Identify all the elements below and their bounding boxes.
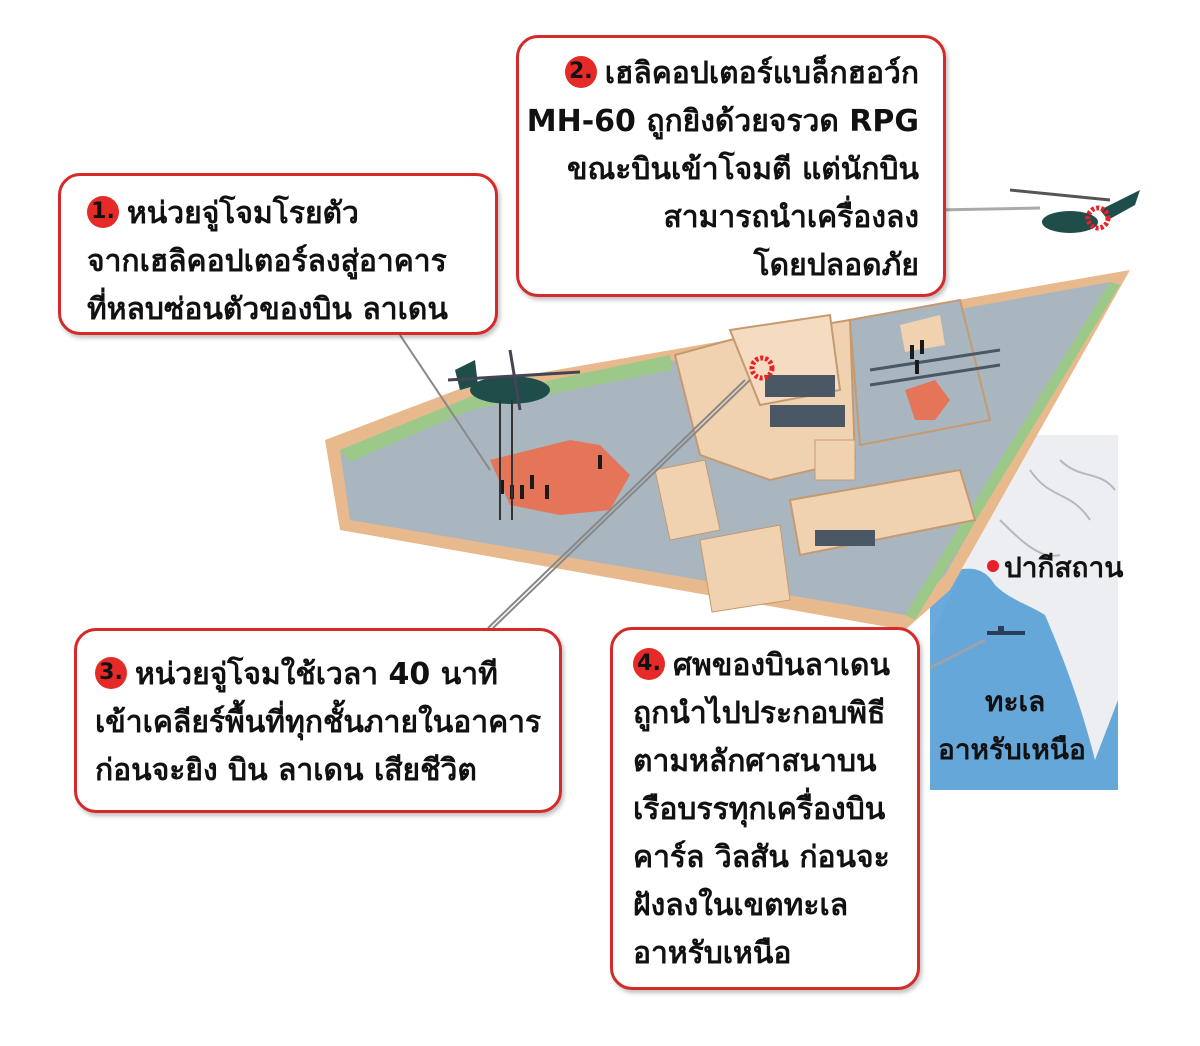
callout-text-line: ถูกนำไปประกอบพิธี (633, 696, 886, 731)
callout-text-line: เรือบรรทุกเครื่องบิน (633, 792, 886, 827)
callout-text-line: สามารถนำเครื่องลง (663, 200, 919, 235)
blackhawk-helicopter-icon (934, 188, 1140, 233)
compound (325, 270, 1130, 630)
callout-text-line: จากเฮลิคอปเตอร์ลงสู่อาคาร (87, 244, 447, 279)
pakistan-label: ปากีสถาน (1004, 551, 1124, 584)
step-number-badge: 2. (564, 55, 597, 88)
callout-step-4: 4.ศพของบินลาเดน ถูกนำไปประกอบพิธี ตามหลั… (610, 627, 920, 990)
callout-step-2: 2.เฮลิคอปเตอร์แบล็กฮอว์ก MH-60 ถูกยิงด้ว… (516, 35, 946, 297)
aircraft-carrier-icon (987, 631, 1025, 635)
explosion-icon (749, 355, 775, 381)
callout-text-line: MH-60 ถูกยิงด้วยจรวด RPG (526, 104, 919, 139)
callout-step-1: 1.หน่วยจู่โจมโรยตัว จากเฮลิคอปเตอร์ลงสู่… (58, 173, 498, 335)
callout-text-line: ฝังลงในเขตทะเล (633, 888, 849, 923)
callout-text-line: ก่อนจะยิง บิน ลาเดน เสียชีวิต (95, 753, 477, 788)
helicopter-icon (447, 349, 581, 520)
callout-text-line: ที่หลบซ่อนตัวของบิน ลาเดน (87, 292, 448, 327)
callout-text-line: เข้าเคลียร์พื้นที่ทุกชั้นภายในอาคาร (95, 705, 542, 740)
callout-text-line: หน่วยจู่โจมใช้เวลา 40 นาที (135, 657, 498, 692)
callout-step-3: 3.หน่วยจู่โจมใช้เวลา 40 นาที เข้าเคลียร์… (74, 628, 562, 813)
team-movement-arrow (490, 440, 630, 515)
explosion-icon (1085, 205, 1111, 231)
callout-text-line: หน่วยจู่โจมโรยตัว (127, 196, 359, 231)
callout-text-line: ขณะบินเข้าโจมตี แต่นักบิน (566, 152, 919, 187)
sea-label-line2: อาหรับเหนือ (938, 733, 1086, 766)
callout-text-line: อาหรับเหนือ (633, 936, 792, 971)
callout-text-line: ตามหลักศาสนาบน (633, 744, 877, 779)
callout-text-line: ศพของบินลาเดน (673, 648, 891, 683)
callout-text-line: โดยปลอดภัย (753, 248, 919, 283)
callout-text-line: เฮลิคอปเตอร์แบล็กฮอว์ก (604, 56, 919, 91)
region-map (929, 435, 1118, 790)
step-number-badge: 4. (633, 647, 665, 680)
step-number-badge: 1. (87, 195, 119, 228)
team-movement-arrow (905, 380, 950, 420)
pakistan-marker-icon (987, 560, 999, 572)
callout-text-line: คาร์ล วิลสัน ก่อนจะ (633, 840, 890, 875)
callout-leader-lines (399, 334, 751, 629)
step-number-badge: 3. (95, 656, 127, 689)
sea-label-line1: ทะเล (985, 685, 1046, 718)
